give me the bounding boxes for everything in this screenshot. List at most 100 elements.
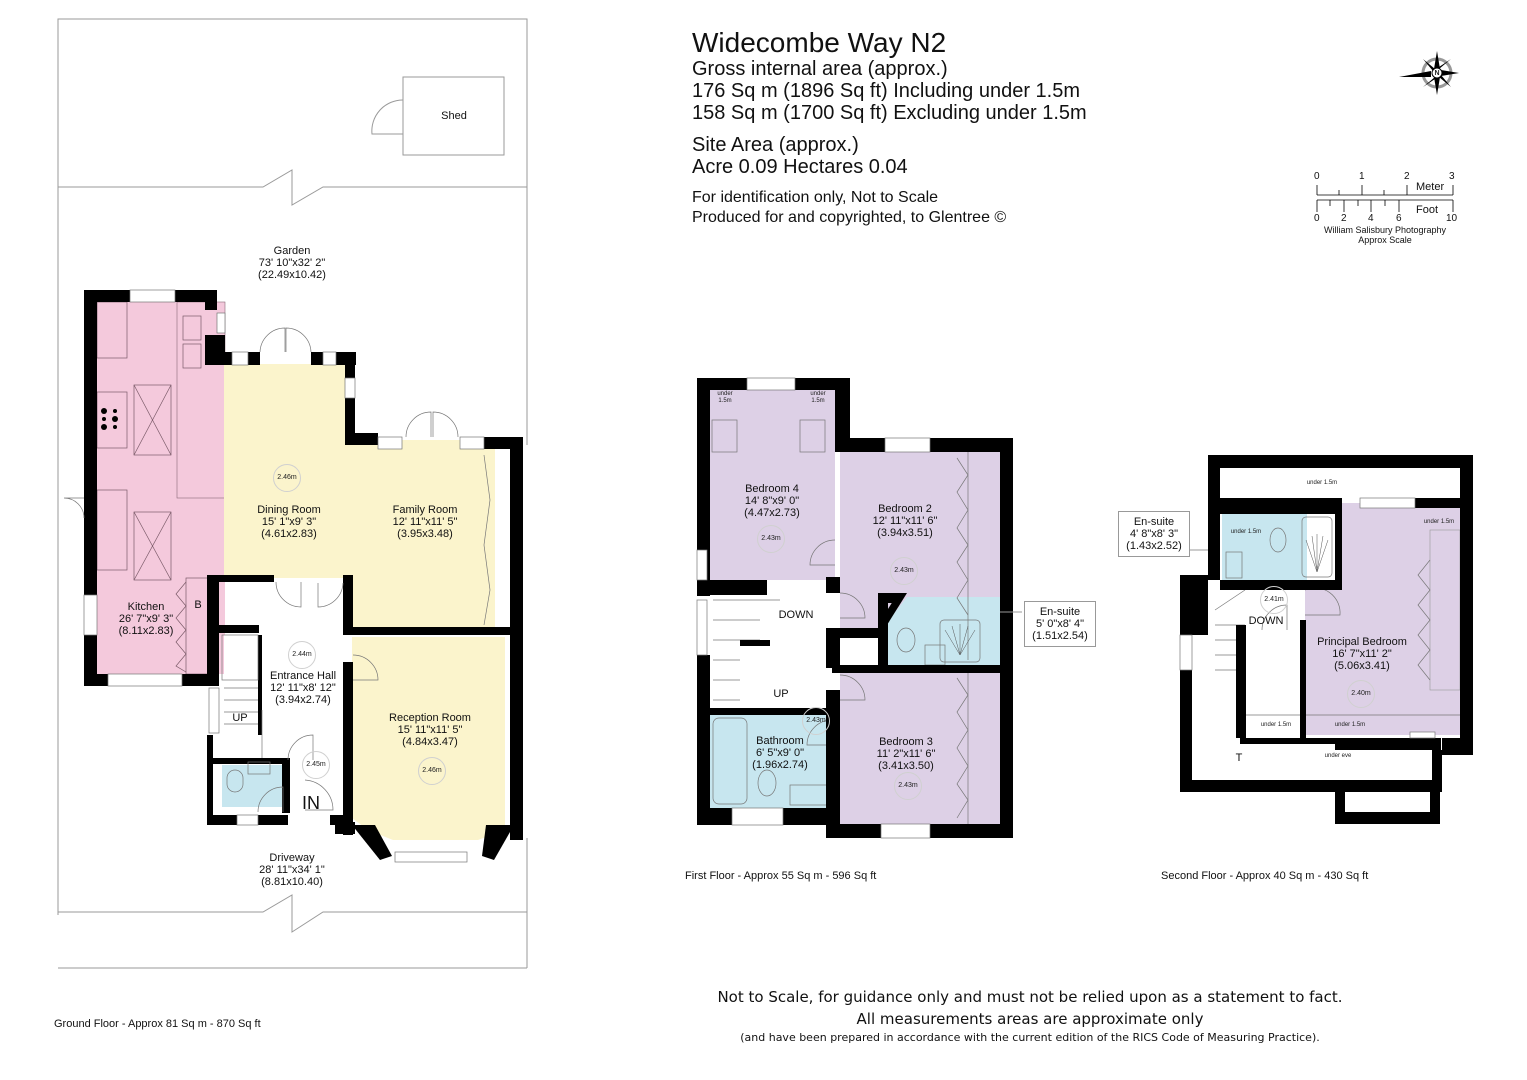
family-room-label: Family Room 12' 11"x11' 5" (3.95x3.48)	[393, 504, 458, 540]
disclaimer: Not to Scale, for guidance only and must…	[680, 986, 1380, 1046]
second-floor-windows	[1179, 497, 1436, 739]
entrance-hall-label: Entrance Hall 12' 11"x8' 12" (3.94x2.74)	[270, 670, 336, 706]
reception-name: Reception Room	[389, 712, 471, 724]
kitchen-imperial: 26' 7"x9' 3"	[118, 613, 174, 625]
bedroom4-metric: (4.47x2.73)	[744, 507, 800, 519]
driveway-metric: (8.81x10.40)	[261, 876, 323, 888]
bedroom3-ceiling-height: 2.43m	[894, 772, 922, 800]
foot-tick-6: 6	[1396, 213, 1402, 224]
bedroom4-name: Bedroom 4	[745, 483, 799, 495]
ground-floor-door-swings	[63, 327, 491, 813]
second-floor-walls	[1180, 455, 1473, 824]
dining-name: Dining Room	[257, 504, 321, 516]
first-floor-fittings	[711, 419, 981, 824]
hall-ceiling-height: 2.44m	[288, 641, 316, 669]
garden-metric: (22.49x10.42)	[258, 269, 326, 281]
second-under-top: under 1.5m	[1306, 480, 1338, 486]
gia-including: 176 Sq m (1896 Sq ft) Including under 1.…	[692, 80, 1081, 102]
family-name: Family Room	[392, 504, 458, 516]
dining-room-label: Dining Room 15' 1"x9' 3" (4.61x2.83)	[257, 504, 321, 540]
ensuite2-metric: (1.43x2.52)	[1126, 540, 1182, 552]
dining-imperial: 15' 1"x9' 3"	[261, 516, 317, 528]
hall-name: Entrance Hall	[269, 670, 337, 682]
gia-excluding: 158 Sq m (1700 Sq ft) Excluding under 1.…	[692, 102, 1087, 124]
compass-north-letter: N	[1434, 70, 1440, 77]
second-ensuite-under: under 1.5m	[1230, 529, 1262, 535]
second-floor-fills	[1220, 468, 1461, 735]
bedroom2-name: Bedroom 2	[878, 503, 932, 515]
site-area-label: Site Area (approx.)	[692, 134, 859, 156]
kitchen-name: Kitchen	[127, 601, 165, 613]
garden-label: Garden 73' 10"x32' 2" (22.49x10.42)	[258, 245, 326, 281]
compass-rose-icon	[1399, 51, 1459, 95]
driveway-imperial: 28' 11"x34' 1"	[259, 864, 325, 876]
disclaimer-line-3: (and have been prepared in accordance wi…	[740, 1031, 1320, 1044]
principal-bedroom-label: Principal Bedroom 16' 7"x11' 2" (5.06x3.…	[1317, 636, 1407, 672]
ensuite-name: En-suite	[1039, 606, 1081, 618]
meter-tick-3: 3	[1449, 171, 1455, 182]
entrance-in-label: IN	[302, 793, 320, 813]
ground-floor-openings	[83, 289, 485, 863]
bedroom4-under-left: under 1.5m	[717, 391, 732, 405]
shed-outline	[371, 76, 505, 156]
principal-ceiling-height: 2.40m	[1347, 680, 1375, 708]
reception-metric: (4.84x3.47)	[402, 736, 458, 748]
dining-metric: (4.61x2.83)	[261, 528, 317, 540]
bathroom-label: Bathroom 6' 5"x9' 0" (1.96x2.74)	[752, 735, 808, 771]
page-title: Widecombe Way N2	[692, 27, 947, 58]
scale-note: For identification only, Not to Scale	[692, 189, 939, 206]
ensuite-metric: (1.51x2.54)	[1032, 630, 1088, 642]
second-under-bottom-left: under 1.5m	[1260, 722, 1292, 728]
foot-tick-0: 0	[1314, 213, 1320, 224]
family-imperial: 12' 11"x11' 5"	[392, 516, 458, 528]
hall-metric: (3.94x2.74)	[275, 694, 331, 706]
bedroom3-imperial: 11' 2"x11' 6"	[876, 748, 936, 760]
second-under-right: under 1.5m	[1423, 519, 1455, 525]
ground-floor-caption: Ground Floor - Approx 81 Sq m - 870 Sq f…	[54, 1018, 261, 1030]
under-left-1: under	[717, 391, 733, 397]
reception-imperial: 15' 11"x11' 5"	[397, 724, 463, 736]
bedroom4-label: Bedroom 4 14' 8"x9' 0" (4.47x2.73)	[744, 483, 800, 519]
shed-label: Shed	[441, 110, 467, 122]
ground-stairs-up-label: UP	[232, 712, 248, 724]
bedroom2-metric: (3.94x3.51)	[877, 527, 933, 539]
second-under-bottom-mid: under 1.5m	[1334, 722, 1366, 728]
kitchen-metric: (8.11x2.83)	[118, 625, 174, 637]
hob-icon	[101, 408, 118, 430]
gia-label: Gross internal area (approx.)	[692, 58, 948, 80]
garden-outline	[57, 18, 528, 969]
driveway-name: Driveway	[269, 852, 315, 864]
bedroom3-label: Bedroom 3 11' 2"x11' 6" (3.41x3.50)	[877, 736, 936, 772]
tank-label: T	[1235, 752, 1243, 764]
foot-label: Foot	[1416, 204, 1439, 216]
garden-imperial: 73' 10"x32' 2"	[258, 257, 326, 269]
boiler-cupboard-label: B	[194, 599, 202, 611]
shower-icon	[944, 624, 976, 656]
garden-name: Garden	[273, 245, 311, 257]
bathroom-imperial: 6' 5"x9' 0"	[755, 747, 805, 759]
foot-tick-10: 10	[1446, 213, 1458, 224]
bedroom4-ceiling-height: 2.43m	[757, 525, 785, 553]
under-eve-label: under eve	[1324, 753, 1352, 759]
meter-tick-2: 2	[1404, 171, 1410, 182]
first-stairs-up-label: UP	[773, 688, 789, 700]
bathroom-ceiling-height: 2.43m	[802, 707, 830, 735]
disclaimer-line-2: All measurements areas are approximate o…	[856, 1010, 1204, 1028]
foot-tick-2: 2	[1341, 213, 1347, 224]
kitchen-label: Kitchen 26' 7"x9' 3" (8.11x2.83)	[119, 601, 174, 637]
first-stairs-down-label: DOWN	[778, 609, 814, 621]
principal-name: Principal Bedroom	[1317, 636, 1407, 648]
meter-label: Meter	[1416, 181, 1445, 193]
scale-credit-name: William Salisbury Photography	[1323, 225, 1447, 235]
site-area-value: Acre 0.09 Hectares 0.04	[692, 156, 908, 178]
bathroom-name: Bathroom	[756, 735, 804, 747]
porch-ceiling-height: 2.45m	[302, 751, 330, 779]
foot-tick-4: 4	[1368, 213, 1374, 224]
under-right-1: under	[810, 391, 826, 397]
under-left-2: 1.5m	[718, 398, 732, 404]
meter-tick-0: 0	[1314, 171, 1320, 182]
first-floor-caption: First Floor - Approx 55 Sq m - 596 Sq ft	[685, 870, 877, 882]
principal-imperial: 16' 7"x11' 2"	[1332, 648, 1392, 660]
bathroom-metric: (1.96x2.74)	[752, 759, 808, 771]
bedroom4-under-right: under 1.5m	[810, 391, 825, 405]
